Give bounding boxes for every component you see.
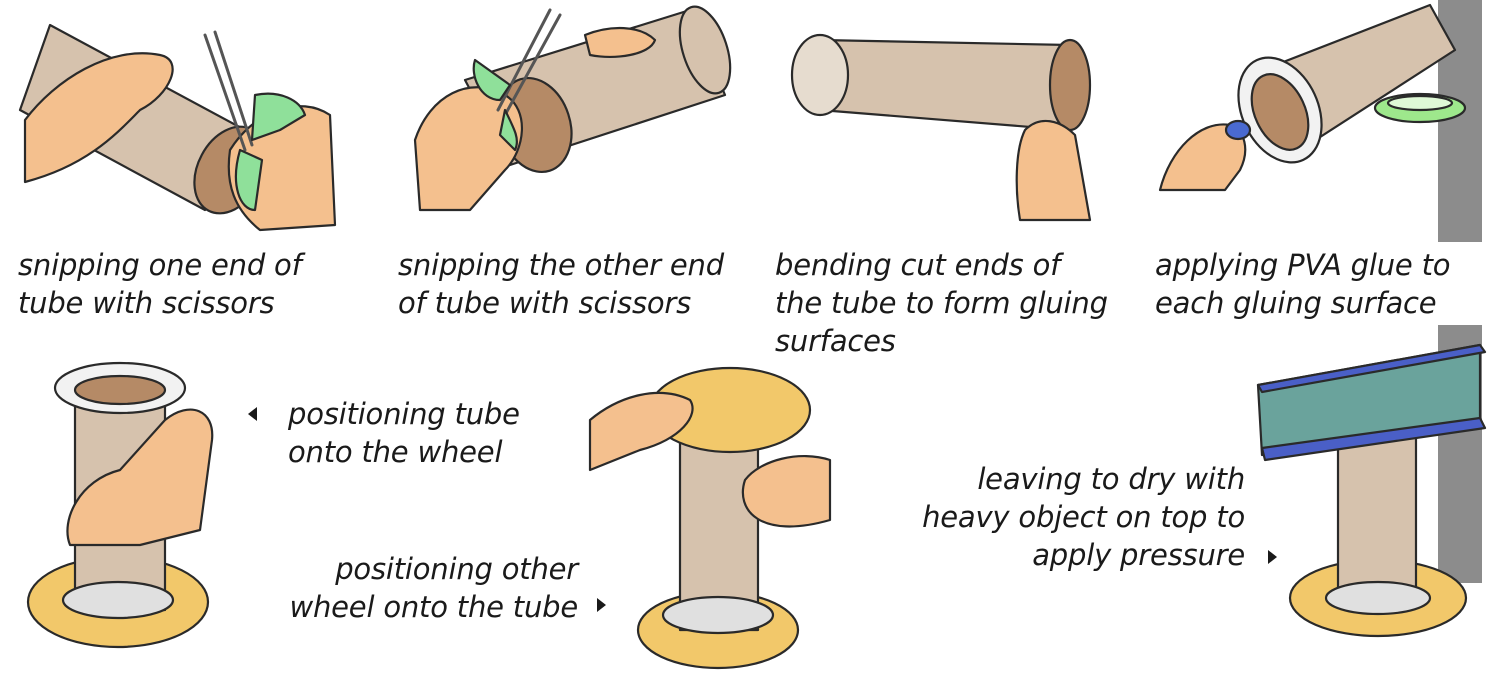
caption-step-7: leaving to dry with heavy object on top … [905,460,1245,574]
caption-step-4: applying PVA glue to each gluing surface [1155,246,1450,322]
illustration-applying-glue [1160,0,1482,242]
caption-step-6: positioning other wheel onto the tube [280,550,578,626]
illustration-snip-other-end [415,0,740,210]
caption-step-3: bending cut ends of the tube to form glu… [775,246,1108,360]
arrow-right-icon [1268,550,1277,564]
caption-step-1: snipping one end of tube with scissors [18,246,302,322]
illustration-bending-ends [792,35,1090,220]
illustration-other-wheel [590,368,830,668]
illustration-drying-with-book [1258,325,1485,636]
illustration-tube-onto-wheel [28,363,212,647]
caption-step-5: positioning tube onto the wheel [288,395,520,471]
illustration-snip-one-end [20,25,335,230]
caption-step-2: snipping the other end of tube with scis… [398,246,724,322]
arrow-left-icon [248,407,257,421]
arrow-right-icon [597,598,606,612]
